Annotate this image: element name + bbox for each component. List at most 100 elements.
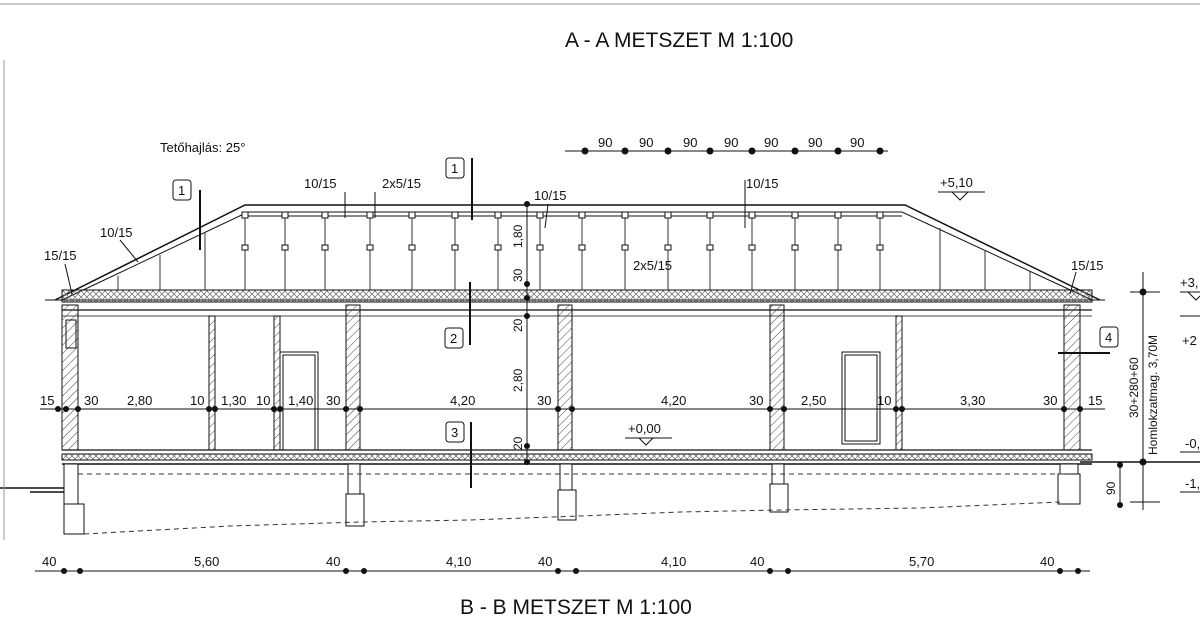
stud-block	[664, 244, 672, 251]
section-marker-1a	[172, 179, 201, 250]
stud-block	[748, 244, 756, 251]
purlin-block	[536, 211, 544, 219]
mid-dim-dot	[1077, 406, 1083, 412]
leader-rafter-left	[119, 239, 139, 263]
top-dim-2: 90	[639, 135, 653, 150]
purlin-block	[578, 211, 586, 219]
bottom-dim-dot	[1075, 568, 1081, 574]
stud-block	[536, 244, 544, 251]
top-dim-4: 90	[724, 135, 738, 150]
doors	[65, 319, 881, 451]
mid-dim-4: 10	[190, 393, 204, 408]
purlin-block	[664, 211, 672, 219]
bottom-dim-dot	[361, 568, 367, 574]
mid-dim-10: 30	[537, 393, 551, 408]
mid-dim-dot	[569, 406, 575, 412]
right-foot-dim	[1117, 462, 1123, 508]
mid-dim-dot	[343, 406, 349, 412]
member-beam-d: 10/15	[746, 176, 779, 191]
level-markers-right	[1180, 291, 1200, 493]
roof	[45, 204, 1105, 303]
level-marker-ridge	[938, 191, 985, 201]
stud-block	[578, 244, 586, 251]
top-dim-dot	[581, 147, 589, 155]
bottom-dim-dot	[1057, 568, 1063, 574]
mid-dim-16: 30	[1043, 393, 1057, 408]
vertical-dim-dot	[524, 313, 530, 319]
bottom-dim-dot	[77, 568, 83, 574]
purlin-block	[494, 211, 502, 219]
roof-studs	[241, 211, 884, 290]
stud-block	[408, 244, 416, 251]
marker-label-4: 4	[1105, 330, 1112, 345]
bottom-dim-1: 40	[42, 554, 56, 569]
foundations	[63, 463, 1081, 535]
stud-block	[241, 244, 249, 251]
level-ridge: +5,10	[940, 175, 973, 190]
stud-block	[494, 244, 502, 251]
rafter-supports	[117, 228, 1031, 290]
bottom-dim-dot	[785, 568, 791, 574]
member-beam-c: 10/15	[534, 188, 567, 203]
level-floor: +0,00	[628, 421, 661, 436]
mid-dim-dot	[899, 406, 905, 412]
member-rafter-left: 10/15	[100, 225, 133, 240]
bottom-dim-3: 40	[326, 554, 340, 569]
stud-block	[366, 244, 374, 251]
section-marker-2	[444, 282, 471, 349]
mid-dim-dot	[271, 406, 277, 412]
frame	[0, 3, 1200, 540]
mid-dim-3: 2,80	[127, 393, 152, 408]
purlin-block	[451, 211, 459, 219]
top-dim-dot	[876, 147, 884, 155]
bottom-dim-dot	[61, 568, 67, 574]
right-vdim-foot: 90	[1104, 481, 1118, 495]
stud-block	[834, 244, 842, 251]
member-stud-mid: 2x5/15	[633, 258, 672, 273]
mid-dim-dot	[277, 406, 283, 412]
ground-lines	[78, 473, 1064, 535]
leader-plate-left	[64, 263, 73, 295]
purlin-block	[321, 211, 329, 219]
vdim-3: 20	[511, 318, 525, 332]
bottom-dim-dot	[343, 568, 349, 574]
stud-block	[281, 244, 289, 251]
top-dim-5: 90	[764, 135, 778, 150]
member-beam-a: 10/15	[304, 176, 337, 191]
stud-block	[791, 244, 799, 251]
member-plate-right: 15/15	[1071, 258, 1104, 273]
mid-dim-17: 15	[1088, 393, 1102, 408]
mid-dim-11: 4,20	[661, 393, 686, 408]
mid-dim-dot	[55, 406, 61, 412]
right-vdim-sum: 30+280+60	[1127, 357, 1141, 418]
mid-dim-dot	[893, 406, 899, 412]
section-marker-1b	[445, 157, 473, 220]
roof-pitch-label: Tetőhajlás: 25°	[160, 140, 245, 155]
bottom-dim-7: 40	[750, 554, 764, 569]
mid-dim-dot	[781, 406, 787, 412]
purlin-block	[241, 211, 249, 219]
purlin-block	[621, 211, 629, 219]
level-right-low2: -1,	[1185, 476, 1200, 491]
vertical-dim-dot	[524, 443, 530, 449]
stud-block	[451, 244, 459, 251]
marker-label-3: 3	[451, 425, 458, 440]
purlin-block	[706, 211, 714, 219]
purlin-block	[408, 211, 416, 219]
bottom-dim-8: 5,70	[909, 554, 934, 569]
vertical-dim-dot	[524, 201, 530, 207]
mid-dim-7: 1,40	[288, 393, 313, 408]
bottom-dim-dot	[573, 568, 579, 574]
marker-label-1b: 1	[451, 161, 458, 176]
mid-dim-12: 30	[749, 393, 763, 408]
purlin-block	[834, 211, 842, 219]
marker-label-1a: 1	[178, 183, 185, 198]
vertical-dim-dot	[524, 281, 530, 287]
mid-dim-14: 10	[877, 393, 891, 408]
top-dim-3: 90	[683, 135, 697, 150]
mid-dim-dot	[1061, 406, 1067, 412]
mid-dim-6: 10	[256, 393, 270, 408]
mid-dim-13: 2,50	[801, 393, 826, 408]
